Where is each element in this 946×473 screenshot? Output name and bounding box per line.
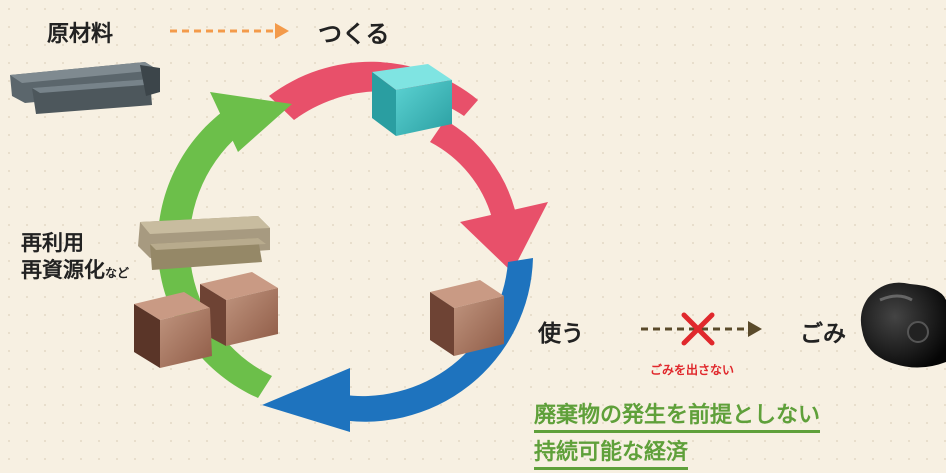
product-box-icon: [372, 64, 452, 136]
make-linear-arrow: [170, 23, 289, 39]
waste-icon: [860, 282, 946, 368]
reuse-line1: 再利用: [21, 231, 84, 255]
raw-material-label: 原材料: [47, 22, 114, 47]
goal-line2: 持続可能な経済: [534, 439, 689, 470]
reuse-line2: 再資源化など: [21, 257, 129, 287]
recycled-boxes-icon: [134, 272, 278, 368]
reuse-line2-main: 再資源化: [21, 258, 105, 282]
reuse-label: 再利用 再資源化など: [21, 230, 129, 287]
raw-material-icon: [10, 62, 160, 114]
cross-icon: [681, 312, 715, 346]
goal-line1: 廃棄物の発生を前提としない: [534, 402, 821, 433]
no-waste-note: ごみを出さない: [650, 363, 735, 377]
recycled-bars-icon: [138, 216, 270, 270]
used-box-icon: [430, 280, 504, 356]
make-label: つくる: [318, 20, 390, 48]
use-label: 使う: [538, 321, 584, 347]
reuse-line2-suffix: など: [105, 266, 130, 280]
waste-label: ごみ: [800, 321, 846, 347]
